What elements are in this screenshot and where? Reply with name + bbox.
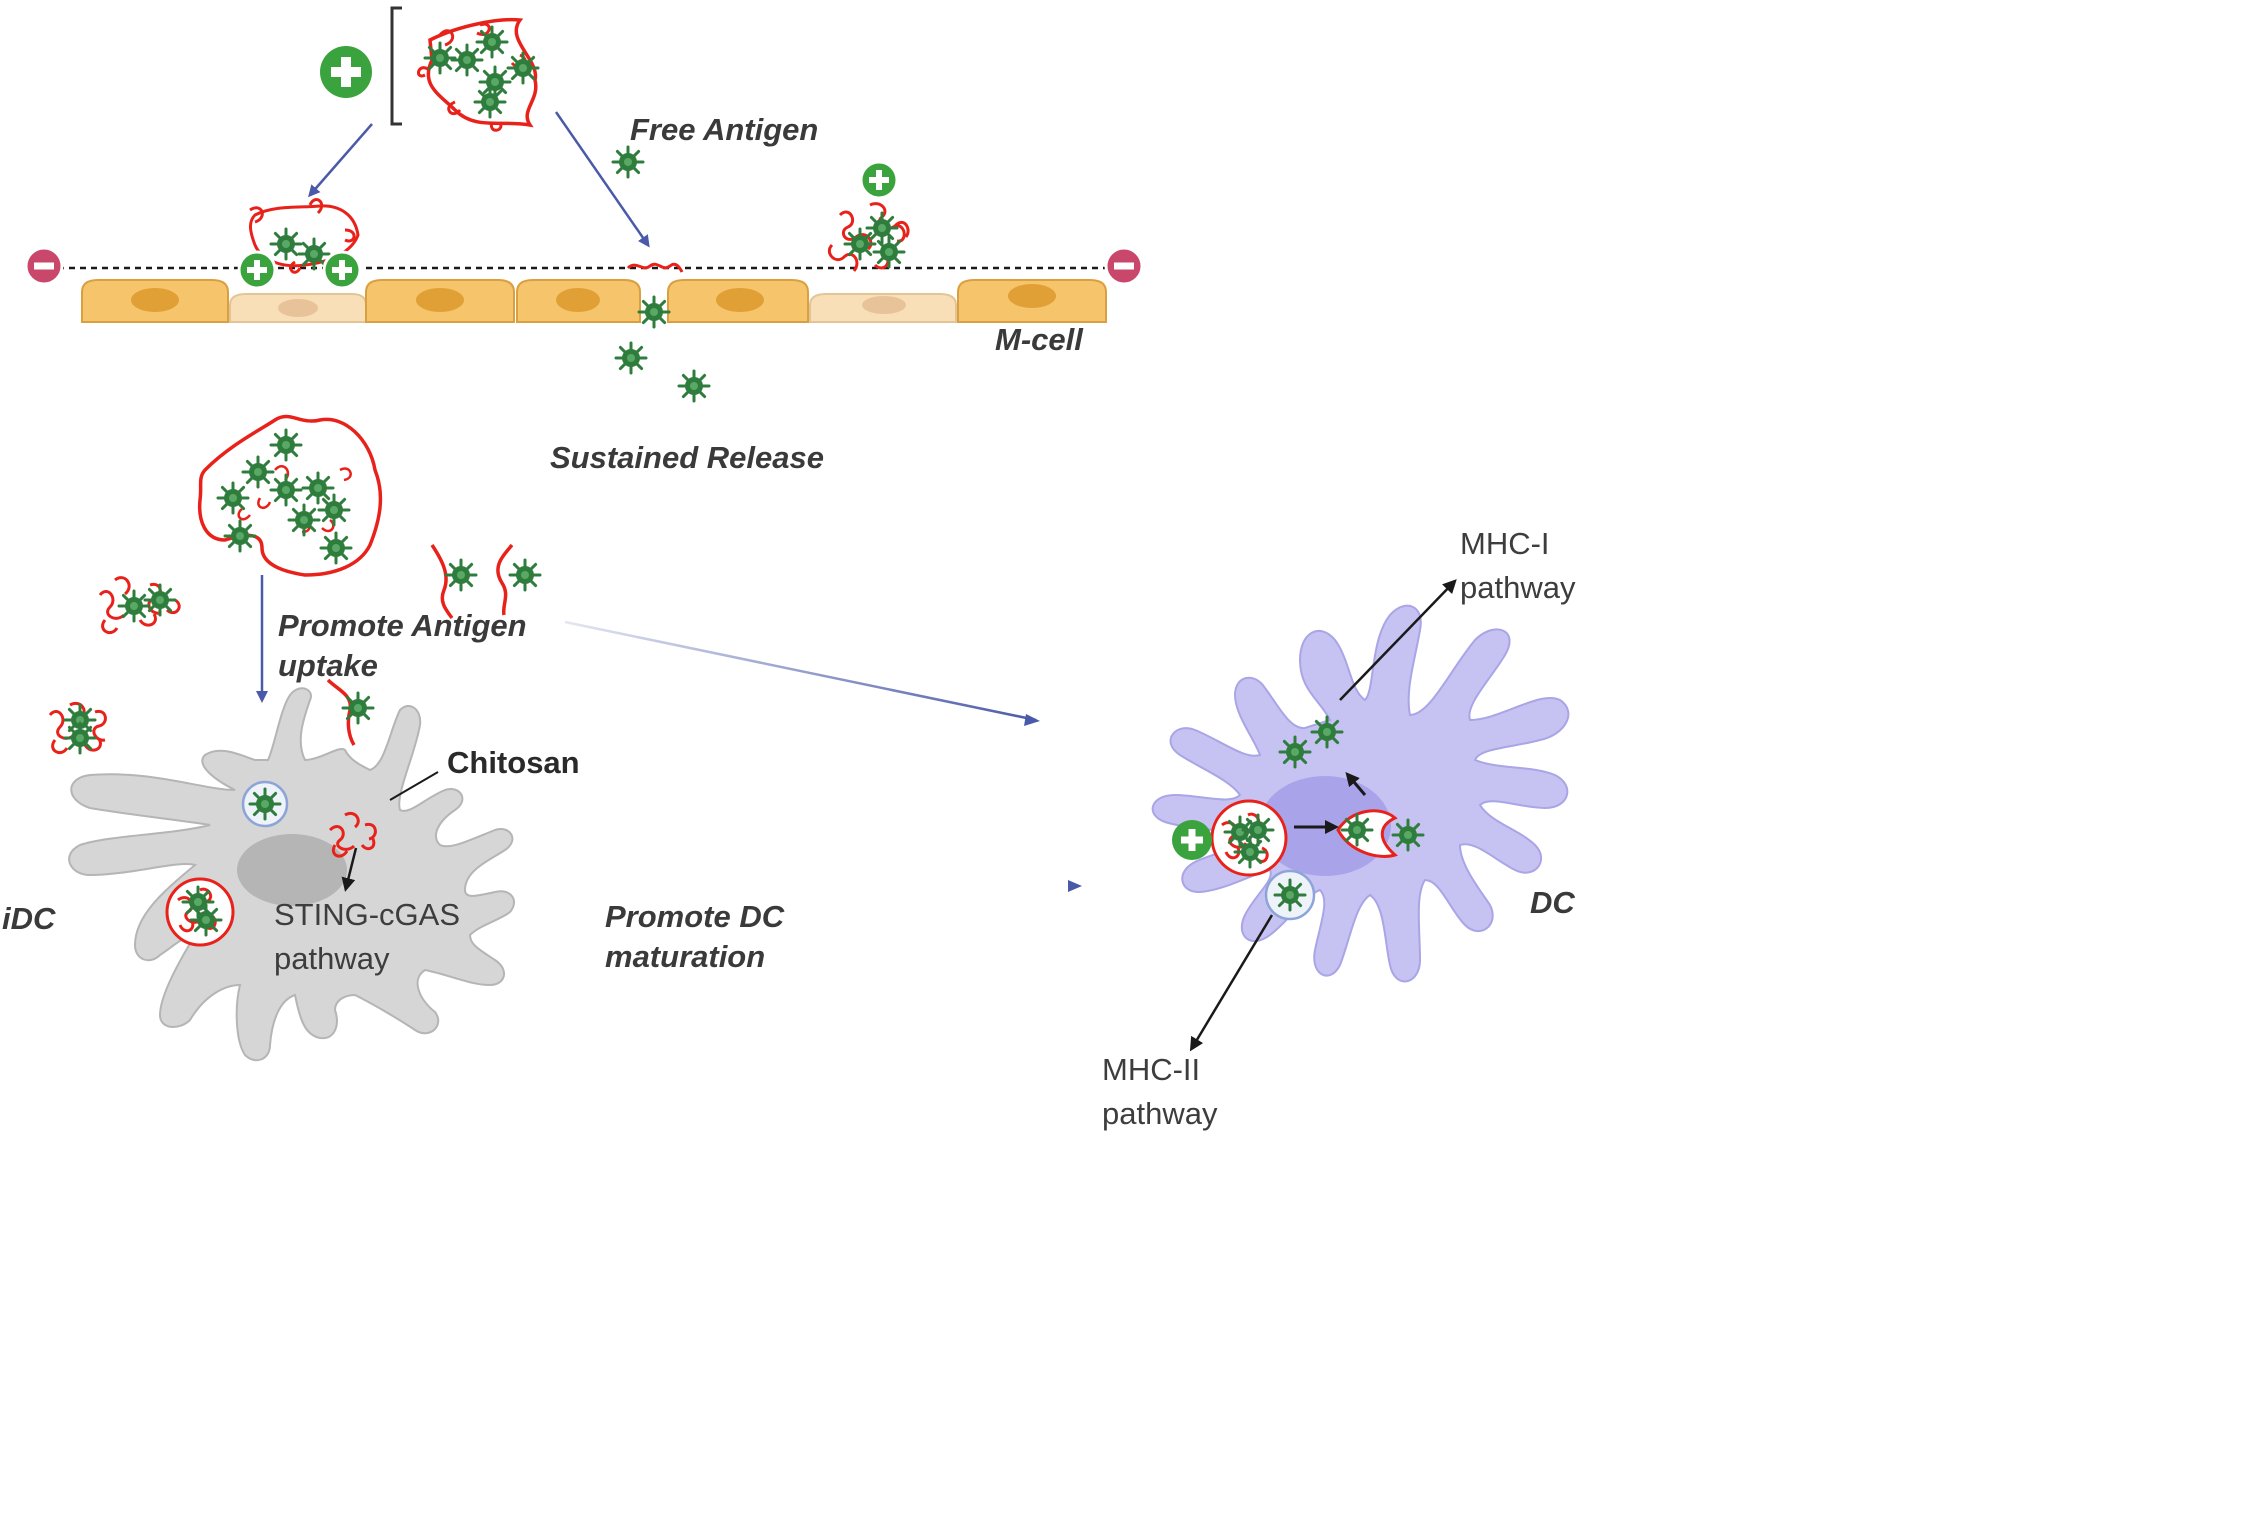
immature-dendritic-cell [68,687,515,1062]
label-dc: DC [1530,885,1575,920]
arrow-head [1068,880,1082,892]
label-line: Promote DC [605,899,785,934]
epithelial-cell-layer [81,279,1107,323]
antigen-released-icon [677,369,711,403]
label-line: maturation [605,939,766,974]
arrow-mhc1 [1339,579,1457,701]
chitosan-complex-small-1 [98,576,181,634]
antigen-released-icon [614,341,648,375]
label-promote-dc-maturation: Promote DC maturation [605,897,784,977]
label-m-cell: M-cell [995,322,1083,357]
chitosan-antigen-complex-top [417,17,540,132]
label-idc: iDC [2,901,56,936]
antigen-crossing-icon [637,295,671,329]
chitosan-particle-large [197,414,383,577]
chitosan-polymer-icon [328,812,377,858]
label-sting-cgas: STING-cGAS pathway [274,893,460,981]
mature-dendritic-cell [1151,604,1570,983]
label-free-antigen: Free Antigen [630,112,819,147]
label-line: pathway [274,941,390,976]
label-mhc1-pathway: MHC-I pathway [1460,522,1575,610]
label-line: STING-cGAS [274,897,461,932]
label-promote-antigen-uptake: Promote Antigen uptake [278,606,527,686]
arrow-to-cytosol [1345,771,1367,796]
arrow-to-mucosa-left [308,123,373,198]
label-sustained-release: Sustained Release [550,440,824,475]
minus-charge-icon-right [1104,246,1144,286]
label-line: MHC-II [1102,1052,1201,1087]
polymer-strand-antigen-3 [326,678,375,746]
arrow-mhc2 [1189,914,1274,1052]
label-chitosan: Chitosan [447,745,580,780]
label-line: pathway [1460,570,1576,605]
polymer-strand-antigen-2 [496,543,542,616]
bracket [390,6,402,126]
polymer-strand-antigen-1 [430,544,478,620]
chitosan-complex-small-2 [48,702,107,755]
arrow-to-dc-top [564,620,1037,722]
label-line: MHC-I [1460,526,1550,561]
arrow-sting [341,847,358,892]
free-antigen-icon [611,145,645,179]
label-line: uptake [278,648,378,683]
chitosan-complex-on-mucosa [237,198,362,290]
plus-charge-icon [320,46,372,98]
label-mhc2-pathway: MHC-II pathway [1102,1048,1217,1136]
arrow-to-mucosa-center [554,111,650,248]
chitosan-leader [389,771,439,801]
chitosan-complex-right [827,160,910,272]
polymer-fragment [626,262,684,273]
label-line: Promote Antigen [278,608,527,643]
minus-charge-icon-left [24,246,64,286]
label-line: pathway [1102,1096,1218,1131]
arrow-head [1024,714,1040,726]
